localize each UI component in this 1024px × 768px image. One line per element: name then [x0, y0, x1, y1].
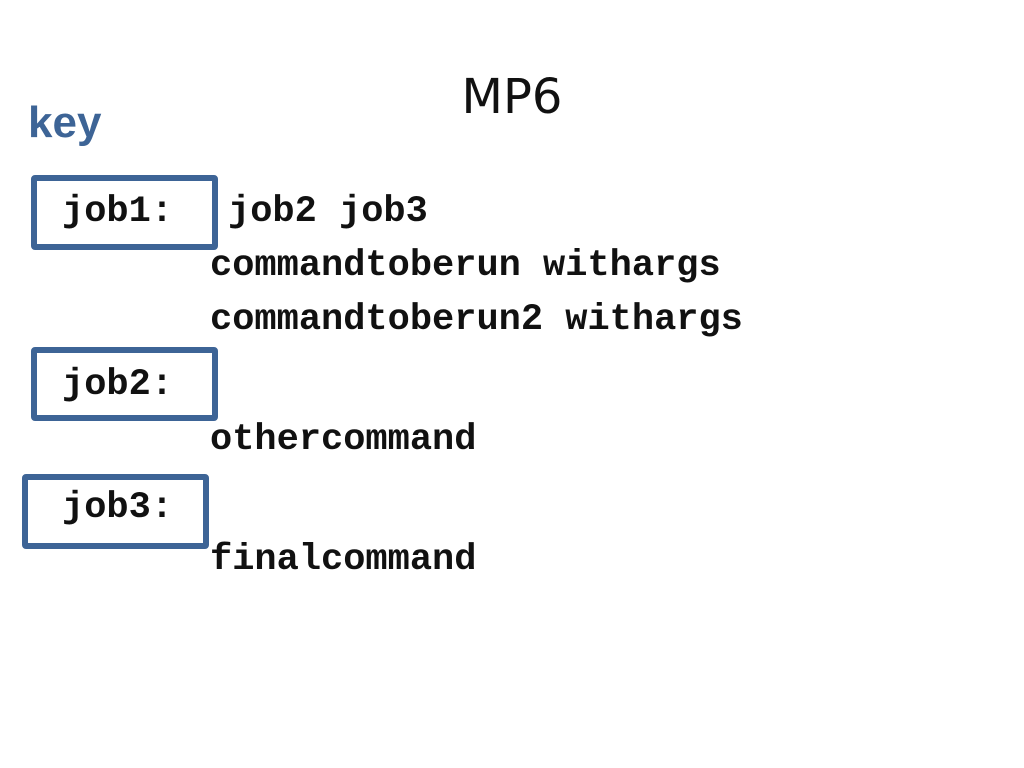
rule-command-job2-1: othercommand	[210, 419, 477, 461]
key-label: key	[28, 98, 102, 147]
rule-command-job1-2: commandtoberun2 withargs	[210, 299, 743, 341]
rule-target-job3: job3:	[62, 487, 174, 529]
slide-title: MP6	[461, 69, 563, 125]
rule-target-job2: job2:	[62, 364, 174, 406]
key-highlight-box-job2	[31, 347, 218, 421]
rule-dependencies-job1: job2 job3	[228, 191, 428, 233]
rule-command-job1-1: commandtoberun withargs	[210, 245, 721, 287]
rule-target-job1: job1:	[62, 191, 174, 233]
rule-command-job3-1: finalcommand	[210, 539, 477, 581]
key-highlight-box-job1	[31, 175, 218, 250]
key-highlight-box-job3	[22, 474, 209, 549]
